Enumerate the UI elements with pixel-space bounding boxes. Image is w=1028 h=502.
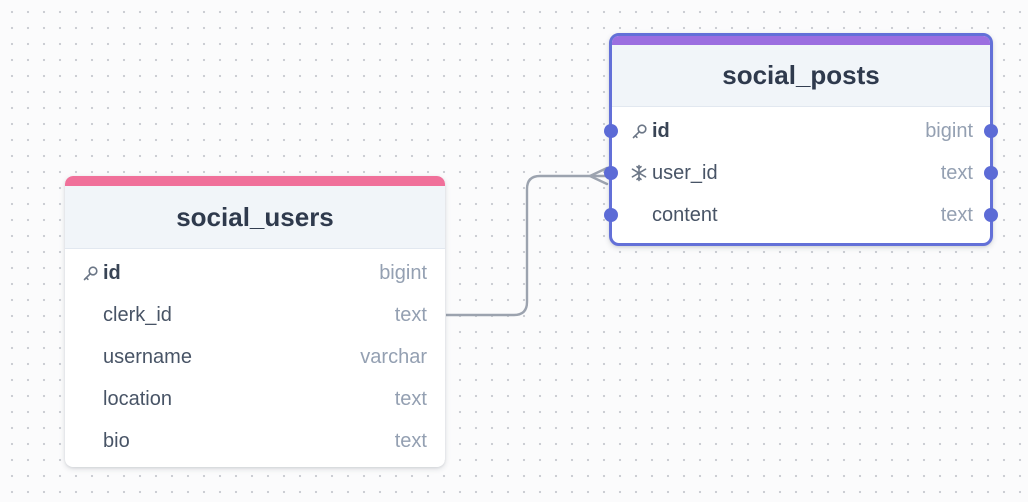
column-name: username — [103, 345, 192, 368]
column-name: clerk_id — [103, 303, 172, 326]
column-row-location[interactable]: location text — [65, 378, 445, 420]
snowflake-icon — [612, 164, 652, 182]
column-row-clerk-id[interactable]: clerk_id text — [65, 294, 445, 336]
primary-key-icon — [612, 123, 652, 140]
column-type: text — [940, 161, 973, 184]
column-row-content[interactable]: content text — [604, 194, 998, 236]
table-social-users[interactable]: social_users id bigint clerk_id text — [65, 176, 445, 467]
column-row-id[interactable]: id bigint — [65, 252, 445, 294]
column-type: text — [394, 429, 427, 452]
column-row-username[interactable]: username varchar — [65, 336, 445, 378]
table-color-bar — [612, 36, 990, 45]
connection-handle-right[interactable] — [984, 166, 998, 180]
column-row-user-id[interactable]: user_id text — [604, 152, 998, 194]
connection-handle-left[interactable] — [604, 124, 618, 138]
column-row-bio[interactable]: bio text — [65, 420, 445, 462]
table-social-posts[interactable]: social_posts id bigint — [604, 33, 998, 246]
connection-handle-left[interactable] — [604, 166, 618, 180]
column-type: bigint — [925, 119, 973, 142]
column-row-id[interactable]: id bigint — [604, 110, 998, 152]
connection-handle-right[interactable] — [984, 124, 998, 138]
relationship-edge[interactable] — [446, 174, 607, 317]
column-list: id bigint clerk_id text username varchar… — [65, 249, 445, 462]
column-name: id — [103, 261, 121, 284]
column-type: varchar — [360, 345, 427, 368]
column-name: bio — [103, 429, 130, 452]
primary-key-icon — [65, 265, 103, 282]
column-type: bigint — [379, 261, 427, 284]
column-name: location — [103, 387, 172, 410]
column-name: content — [652, 203, 718, 226]
column-type: text — [394, 387, 427, 410]
column-name: id — [652, 119, 670, 142]
connection-handle-right[interactable] — [984, 208, 998, 222]
column-name: user_id — [652, 161, 718, 184]
column-type: text — [940, 203, 973, 226]
table-color-bar — [65, 176, 445, 186]
connection-handle-left[interactable] — [604, 208, 618, 222]
table-title[interactable]: social_posts — [612, 45, 990, 107]
table-title[interactable]: social_users — [65, 186, 445, 249]
column-list: id bigint u — [604, 107, 998, 236]
column-type: text — [394, 303, 427, 326]
